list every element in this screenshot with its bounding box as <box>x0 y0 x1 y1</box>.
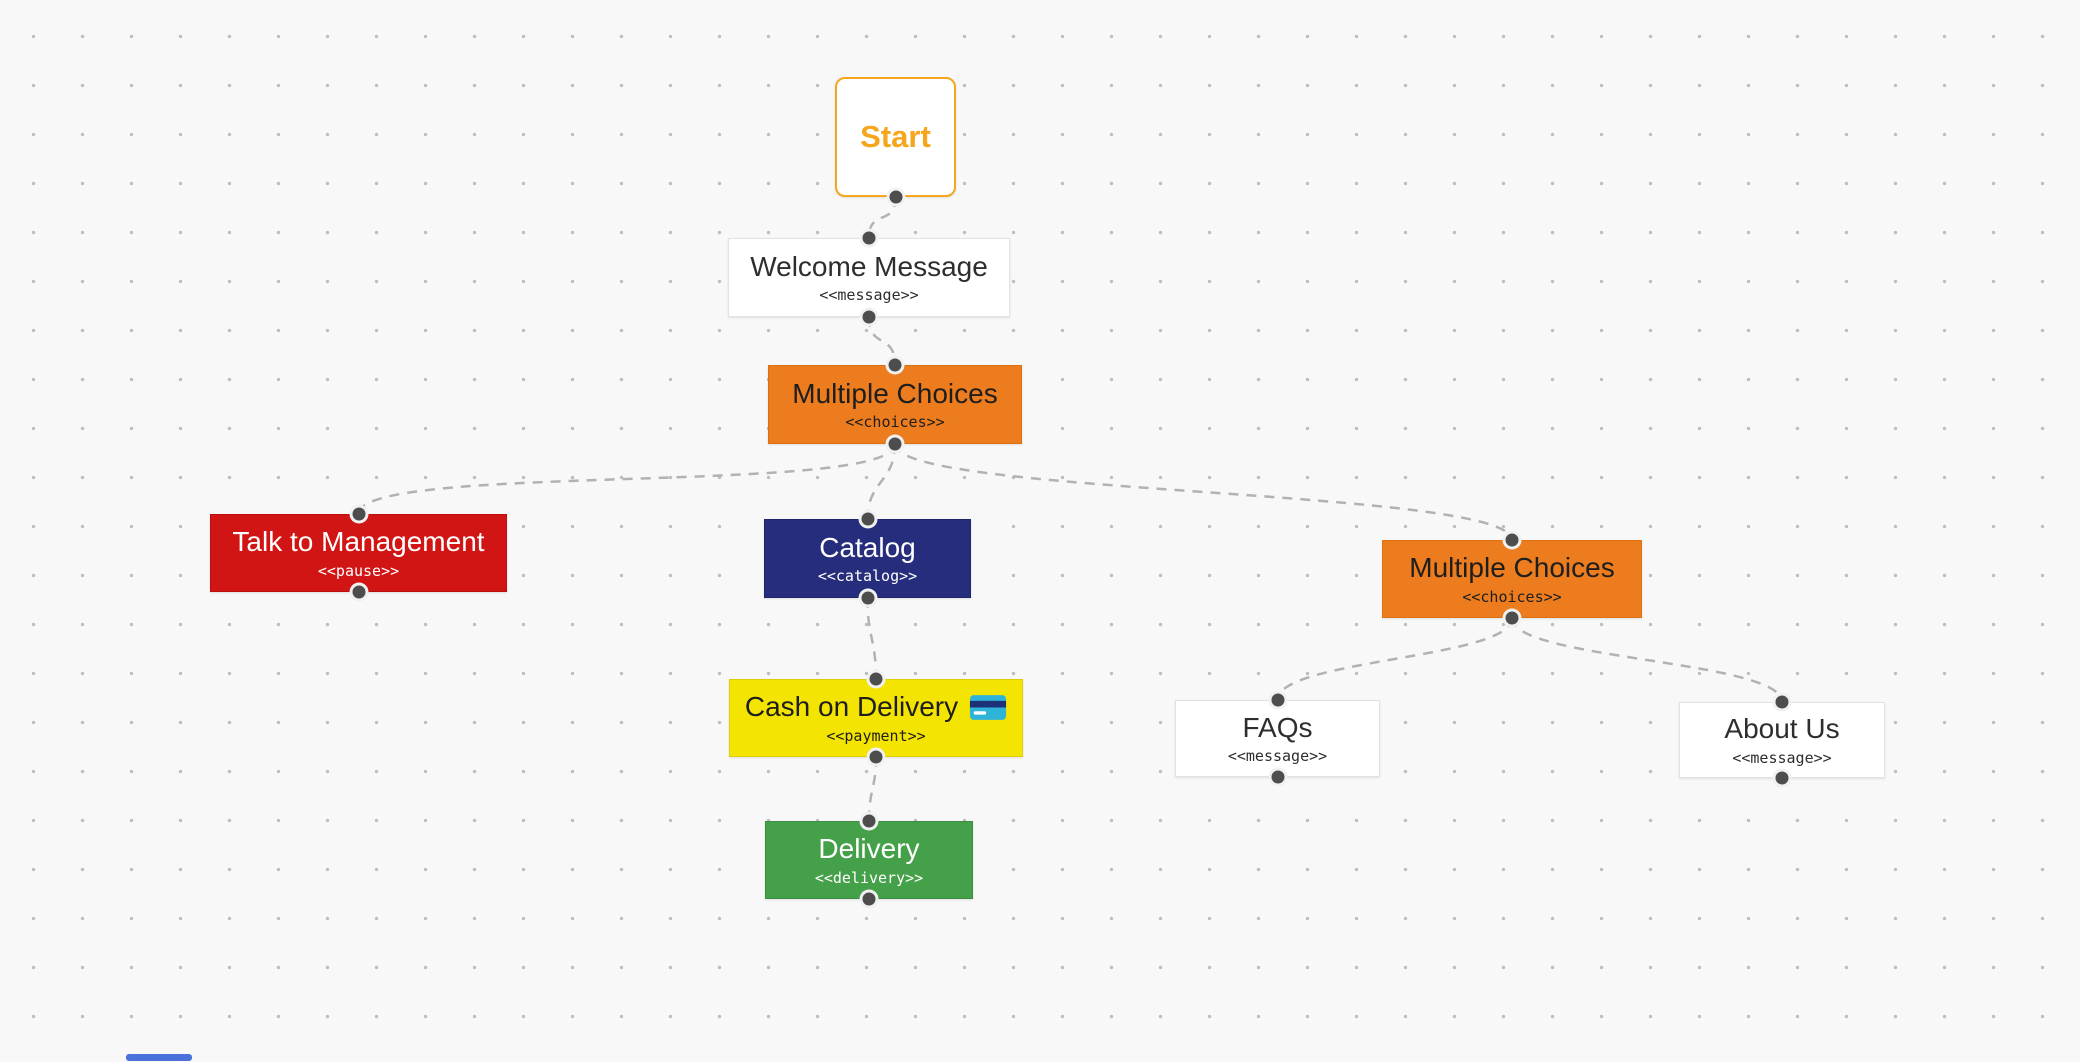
node-cash-on-delivery[interactable]: Cash on Delivery <<payment>> <box>729 679 1023 757</box>
node-multiple-choices-2[interactable]: Multiple Choices <<choices>> <box>1382 540 1642 618</box>
node-title: FAQs <box>1242 711 1313 743</box>
node-title: Multiple Choices <box>1409 552 1615 584</box>
endpoint-multiple-choices-2-top[interactable] <box>1502 530 1522 550</box>
endpoint-multiple-choices-top[interactable] <box>885 355 905 375</box>
endpoint-catalog-bottom[interactable] <box>858 588 877 608</box>
endpoint-faqs-bottom[interactable] <box>1268 767 1287 787</box>
endpoint-about-us-bottom[interactable] <box>1772 768 1792 788</box>
node-talk-to-management[interactable]: Talk to Management <<pause>> <box>210 514 507 592</box>
node-type-tag: <<payment>> <box>826 726 926 745</box>
horizontal-scrollbar-thumb[interactable] <box>126 1054 192 1061</box>
endpoint-multiple-choices-2-bottom[interactable] <box>1502 608 1522 628</box>
node-title: Multiple Choices <box>792 377 998 409</box>
node-title: Start <box>860 118 931 154</box>
node-type-tag: <<choices>> <box>1462 587 1562 606</box>
node-title: About Us <box>1724 713 1840 745</box>
node-title: Talk to Management <box>232 526 485 558</box>
endpoint-welcome-bottom[interactable] <box>859 307 879 327</box>
edge-catalog-cod[interactable] <box>866 597 878 680</box>
node-delivery[interactable]: Delivery <<delivery>> <box>765 821 973 899</box>
edge-choices2-about[interactable] <box>1510 617 1784 703</box>
endpoint-multiple-choices-bottom[interactable] <box>885 434 905 454</box>
node-type-tag: <<catalog>> <box>817 567 918 586</box>
node-title: Catalog <box>819 531 916 563</box>
endpoint-start-bottom[interactable] <box>886 187 905 207</box>
node-about-us[interactable]: About Us <<message>> <box>1679 702 1885 778</box>
node-type-tag: <<message>> <box>1732 748 1832 767</box>
node-start[interactable]: Start <box>835 77 956 197</box>
edge-choices-choices2[interactable] <box>893 443 1514 541</box>
node-type-tag: <<pause>> <box>317 561 400 580</box>
node-faqs[interactable]: FAQs <<message>> <box>1175 700 1380 777</box>
node-type-tag: <<delivery>> <box>814 868 924 887</box>
node-title-row: Cash on Delivery <box>744 691 1007 723</box>
endpoint-delivery-bottom[interactable] <box>859 889 879 909</box>
endpoint-talk-to-management-bottom[interactable] <box>349 582 368 602</box>
node-title: Cash on Delivery <box>744 691 959 723</box>
node-multiple-choices[interactable]: Multiple Choices <<choices>> <box>768 365 1022 444</box>
node-catalog[interactable]: Catalog <<catalog>> <box>764 519 971 598</box>
node-welcome-message[interactable]: Welcome Message <<message>> <box>728 238 1010 317</box>
node-title: Delivery <box>818 833 920 865</box>
edge-choices-catalog[interactable] <box>866 443 897 520</box>
node-type-tag: <<message>> <box>819 286 919 305</box>
endpoint-talk-to-management-top[interactable] <box>349 504 368 524</box>
endpoint-welcome-top[interactable] <box>859 228 879 248</box>
endpoint-catalog-top[interactable] <box>858 509 877 529</box>
edge-choices-management[interactable] <box>357 443 897 515</box>
endpoint-cash-on-delivery-bottom[interactable] <box>866 747 886 767</box>
endpoint-faqs-top[interactable] <box>1268 690 1287 710</box>
credit-card-icon <box>970 695 1007 720</box>
edge-choices2-faqs[interactable] <box>1276 617 1514 701</box>
node-type-tag: <<message>> <box>1227 747 1328 766</box>
endpoint-about-us-top[interactable] <box>1772 692 1792 712</box>
node-title: Welcome Message <box>750 250 988 282</box>
endpoint-cash-on-delivery-top[interactable] <box>866 669 886 689</box>
node-type-tag: <<choices>> <box>845 413 945 432</box>
endpoint-delivery-top[interactable] <box>859 811 879 831</box>
